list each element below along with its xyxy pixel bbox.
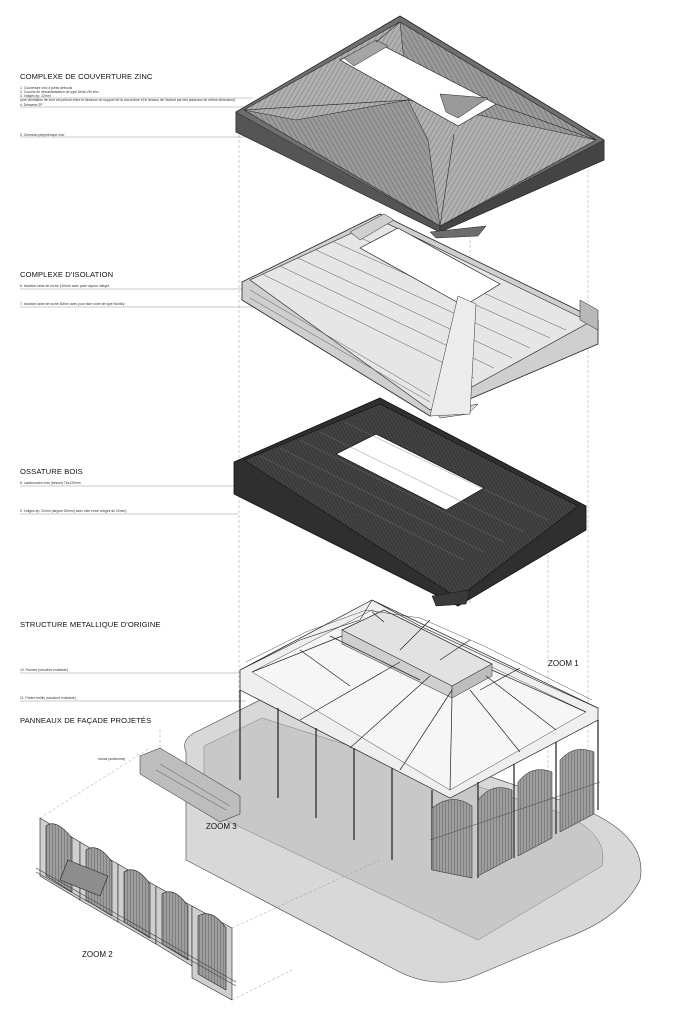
metal-structure — [239, 599, 599, 878]
metal-note-10: 10. Pannes (structure existante) — [20, 668, 69, 672]
building-facade-panels — [429, 749, 601, 879]
zoom2-leaders — [39, 730, 381, 1001]
zinc-section-title: COMPLEXE DE COUVERTURE ZINC — [20, 72, 153, 81]
facade-section-title: PANNEAUX DE FAÇADE PROJETÉS — [20, 716, 152, 725]
leader-lines — [20, 97, 262, 702]
metal-section-title: STRUCTURE METALLIQUE D'ORIGINE — [20, 620, 161, 629]
zinc-note-3b: (une ventilation de 4cm est prévue entre… — [20, 98, 236, 102]
ground-slab — [184, 699, 642, 983]
timber-frame-layer — [233, 397, 587, 607]
zinc-note-1: 1. Couverture zinc à joints debouts — [20, 86, 73, 90]
zinc-note-3: 3. Voligés ép. 22mm — [20, 94, 51, 98]
bois-note-8: 8. Lambourdes bois (besoin) 75x120mm — [20, 481, 81, 485]
zoom2-label: ZOOM 2 — [82, 950, 113, 959]
bois-section-title: OSSATURE BOIS — [20, 467, 83, 476]
isolation-note-7: 7. Isolation laine de roche 60mm avec po… — [20, 302, 125, 306]
insulation-layer — [241, 213, 599, 419]
zinc-note-4: 4. Desserte ZP — [20, 103, 43, 107]
zoom2-panel-assembly — [35, 817, 237, 1001]
bois-note-9: 9. Voliges ép. 22mm (largeur 80mm) avec … — [20, 509, 127, 513]
zinc-note-2: 2. Couche de désolidarisation de type De… — [20, 90, 100, 94]
zinc-note-5: 5. Chéneau périphérique zinc — [20, 133, 65, 137]
metal-note-11: 11. Poutre treillis (structure existante… — [20, 696, 76, 700]
facade-note: Inoxas (ambonnes) — [98, 757, 126, 761]
zoom1-label: ZOOM 1 — [548, 659, 579, 668]
zinc-roof-layer — [235, 15, 605, 239]
isolation-note-6: 6. Isolation laine de roche 120mm avec p… — [20, 284, 110, 288]
isolation-section-title: COMPLEXE D'ISOLATION — [20, 270, 114, 279]
zoom3-label: ZOOM 3 — [206, 822, 237, 831]
zoom3-panel-strip — [139, 747, 241, 823]
